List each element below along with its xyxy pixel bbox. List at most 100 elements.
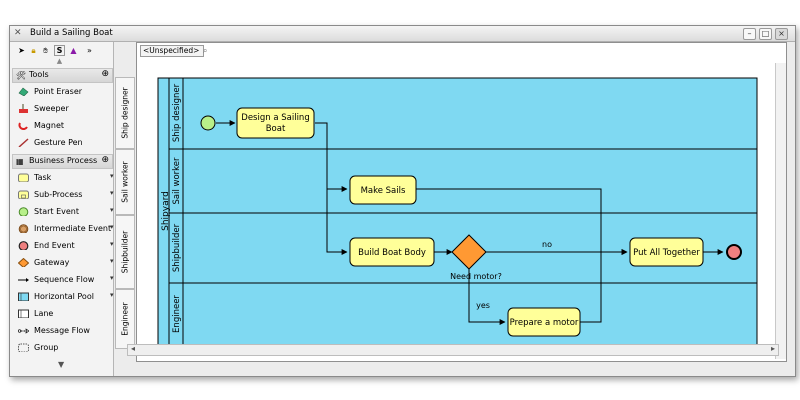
lane-tab-label: Shipbuilder — [120, 230, 130, 274]
tools-section-header[interactable]: 🛠︎ Tools ⊕ — [12, 68, 113, 83]
flow-motor-to-together[interactable] — [580, 252, 602, 323]
task-build-boat-body[interactable]: Build Boat Body — [349, 237, 435, 267]
diagram-canvas[interactable]: <Unspecified> ⌕ Shipyard Ship designer S… — [136, 42, 787, 362]
lane-tab-shipbuilder[interactable]: Shipbuilder — [115, 215, 135, 289]
vertical-scrollbar[interactable] — [775, 63, 786, 359]
palette-item-gesture-pen[interactable]: Gesture Pen — [14, 135, 112, 151]
eraser-icon — [18, 87, 29, 96]
palette-item-label: Gesture Pen — [34, 138, 83, 147]
sequence-flow-icon — [18, 278, 29, 282]
collapse-up-icon[interactable]: ▲ — [56, 57, 63, 65]
dropdown-arrow-icon[interactable]: ▾ — [110, 172, 114, 180]
hand-icon[interactable]: ✋︎ — [43, 46, 48, 55]
task-icon — [18, 173, 29, 182]
pin-icon[interactable]: ⊕ — [101, 69, 109, 79]
task-design-sailing-boat[interactable]: Design a Sailing Boat — [236, 107, 315, 139]
subprocess-icon — [18, 190, 29, 199]
business-process-section-header[interactable]: ▦ Business Process ⊕ — [12, 154, 113, 169]
start-event[interactable] — [200, 115, 216, 131]
intermediate-event-icon — [18, 224, 29, 233]
lane-label-engineer: Engineer — [172, 295, 182, 333]
palette-item-lane[interactable]: Lane — [14, 306, 112, 322]
palette-item-sweeper[interactable]: Sweeper — [14, 101, 112, 117]
diagram-palette: ➤ 🔒︎ ✋︎ S ▲ » ▲ 🛠︎ Tools ⊕ Point Eraser … — [10, 42, 114, 376]
horizontal-pool-icon — [18, 292, 29, 301]
pool-label: Shipyard — [161, 191, 171, 231]
dropdown-arrow-icon[interactable]: ▾ — [110, 274, 114, 282]
palette-item-sub-process[interactable]: Sub-Process ▾ — [14, 187, 114, 203]
s-icon[interactable]: S — [54, 45, 65, 56]
horizontal-scrollbar[interactable]: ◂ ▸ — [127, 344, 779, 356]
task-prepare-motor[interactable]: Prepare a motor — [507, 307, 581, 337]
palette-item-label: Gateway — [34, 258, 70, 267]
close-icon[interactable]: × — [775, 28, 788, 40]
dropdown-arrow-icon[interactable]: ▾ — [110, 257, 114, 265]
zoom-search-icon[interactable]: ⌕ — [203, 46, 208, 55]
bpmn-diagram: Shipyard Ship designer Sail worker Shipb… — [157, 77, 758, 346]
task-make-sails[interactable]: Make Sails — [349, 175, 417, 205]
palette-item-start-event[interactable]: Start Event ▾ — [14, 204, 114, 220]
palette-item-message-flow[interactable]: Message Flow — [14, 323, 112, 339]
palette-item-magnet[interactable]: Magnet — [14, 118, 112, 134]
palette-item-intermediate-event[interactable]: Intermediate Event ▾ — [14, 221, 114, 237]
palette-item-sequence-flow[interactable]: Sequence Flow ▾ — [14, 272, 114, 288]
dropdown-arrow-icon[interactable]: ▾ — [110, 291, 114, 299]
pen-icon — [18, 138, 29, 147]
flow-gateway-yes[interactable] — [468, 269, 506, 325]
palette-item-gateway[interactable]: Gateway ▾ — [14, 255, 114, 271]
sweeper-icon — [19, 104, 28, 113]
scroll-left-icon[interactable]: ◂ — [131, 344, 136, 353]
flow-design-to-body[interactable] — [326, 189, 348, 255]
flow-label-yes: yes — [476, 301, 490, 310]
palette-item-label: Magnet — [34, 121, 65, 130]
group-icon — [18, 343, 29, 352]
lane-label-sail-worker: Sail worker — [172, 157, 182, 205]
palette-item-end-event[interactable]: End Event ▾ — [14, 238, 114, 254]
gateway-need-motor[interactable] — [451, 234, 487, 270]
select-arrow-icon[interactable]: ➤ — [18, 46, 25, 55]
dropdown-arrow-icon[interactable]: ▾ — [110, 223, 114, 231]
business-process-icon: ▦ — [16, 157, 24, 166]
flow-design-to-sails[interactable] — [315, 122, 348, 192]
business-process-section-label: Business Process — [29, 156, 98, 165]
lane-label-ship-designer: Ship designer — [172, 83, 182, 142]
palette-item-horizontal-pool[interactable]: Horizontal Pool ▾ — [14, 289, 114, 305]
lane-label-shipbuilder: Shipbuilder — [172, 223, 182, 272]
palette-item-label: Start Event — [34, 207, 80, 216]
tools-icon: 🛠︎ — [16, 71, 27, 80]
start-event-icon — [18, 207, 29, 216]
scroll-right-icon[interactable]: ▸ — [770, 344, 775, 353]
dropdown-arrow-icon[interactable]: ▾ — [110, 240, 114, 248]
palette-item-label: Sequence Flow — [34, 275, 95, 284]
lane-tab-engineer[interactable]: Engineer — [115, 289, 135, 349]
maximize-icon[interactable]: □ — [759, 28, 772, 40]
palette-item-label: Horizontal Pool — [34, 292, 94, 301]
pin-icon[interactable]: ⊕ — [101, 155, 109, 165]
lane-tabs-strip: Ship designer Sail worker Shipbuilder En… — [114, 42, 135, 352]
application-window: ✕ Build a Sailing Boat – □ × ➤ 🔒︎ ✋︎ S ▲… — [9, 25, 796, 377]
minimize-icon[interactable]: – — [743, 28, 756, 40]
tools-section-label: Tools — [29, 70, 49, 79]
triangle-icon[interactable]: ▲ — [70, 46, 77, 55]
palette-item-group[interactable]: Group — [14, 340, 112, 356]
end-event[interactable] — [726, 244, 742, 260]
scroll-down-icon[interactable]: ▼ — [58, 360, 65, 369]
task-label: Put All Together — [633, 248, 700, 258]
dropdown-arrow-icon[interactable]: ▾ — [110, 206, 114, 214]
palette-item-point-eraser[interactable]: Point Eraser — [14, 84, 112, 100]
end-event-icon — [18, 241, 29, 250]
lane-tab-ship-designer[interactable]: Ship designer — [115, 77, 135, 149]
task-label-line2: Boat — [266, 124, 286, 134]
lane-tab-sail-worker[interactable]: Sail worker — [115, 149, 135, 215]
more-chevron-icon[interactable]: » — [87, 46, 92, 55]
palette-item-task[interactable]: Task ▾ — [14, 170, 114, 186]
task-put-all-together[interactable]: Put All Together — [629, 237, 704, 267]
diagram-tab[interactable]: <Unspecified> — [140, 45, 204, 57]
flow-label-no: no — [542, 240, 552, 249]
task-label: Prepare a motor — [510, 318, 579, 328]
lock-icon[interactable]: 🔒︎ — [31, 46, 36, 55]
dropdown-arrow-icon[interactable]: ▾ — [110, 189, 114, 197]
palette-item-label: Lane — [34, 309, 54, 318]
palette-item-label: Point Eraser — [34, 87, 83, 96]
palette-item-label: Group — [34, 343, 59, 352]
